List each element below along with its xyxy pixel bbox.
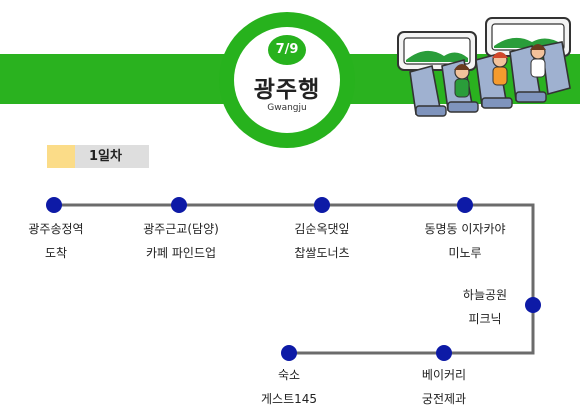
stop-label: 숙소 게스트145: [229, 363, 349, 411]
stop-name: 베이커리: [421, 368, 467, 382]
stop-marker[interactable]: [436, 345, 452, 361]
stop-name: 광주송정역: [28, 222, 84, 236]
stop-detail: 피크닉: [468, 312, 502, 326]
stop-marker[interactable]: [525, 297, 541, 313]
stop-marker[interactable]: [281, 345, 297, 361]
stop-label: 광주송정역 도착: [0, 217, 116, 265]
stop-name: 동명동 이자카야: [424, 222, 506, 236]
trip-date: 7/9: [268, 35, 306, 65]
stop-marker[interactable]: [171, 197, 187, 213]
stop-marker[interactable]: [457, 197, 473, 213]
stop-label: 베이커리 궁전제과: [384, 363, 504, 411]
stop-detail: 궁전제과: [421, 392, 467, 406]
stop-name: 숙소: [277, 368, 301, 382]
stop-name: 광주근교(담양): [143, 222, 219, 236]
day-tab-label: 1일차: [89, 149, 122, 164]
stop-detail: 게스트145: [260, 392, 318, 406]
stop-label: 광주근교(담양) 카페 파인드업: [121, 217, 241, 265]
day-tab[interactable]: 1일차: [47, 145, 149, 168]
destination-title: 광주행: [253, 77, 321, 103]
day-tab-accent: [47, 145, 75, 168]
stop-name: 하늘공원: [462, 288, 508, 302]
stop-label: 하늘공원 피크닉: [435, 283, 535, 331]
stop-detail: 도착: [44, 246, 68, 260]
stop-label: 김순옥댓잎 찹쌀도너츠: [262, 217, 382, 265]
stop-marker[interactable]: [46, 197, 62, 213]
stop-marker[interactable]: [314, 197, 330, 213]
route-line: [54, 203, 535, 355]
stop-detail: 카페 파인드업: [145, 246, 217, 260]
stop-label: 동명동 이자카야 미노루: [405, 217, 525, 265]
train-illustration: [397, 17, 571, 117]
stop-name: 김순옥댓잎: [294, 222, 350, 236]
stop-detail: 찹쌀도너츠: [294, 246, 350, 260]
stop-detail: 미노루: [448, 246, 482, 260]
destination-subtitle: Gwangju: [267, 103, 307, 113]
